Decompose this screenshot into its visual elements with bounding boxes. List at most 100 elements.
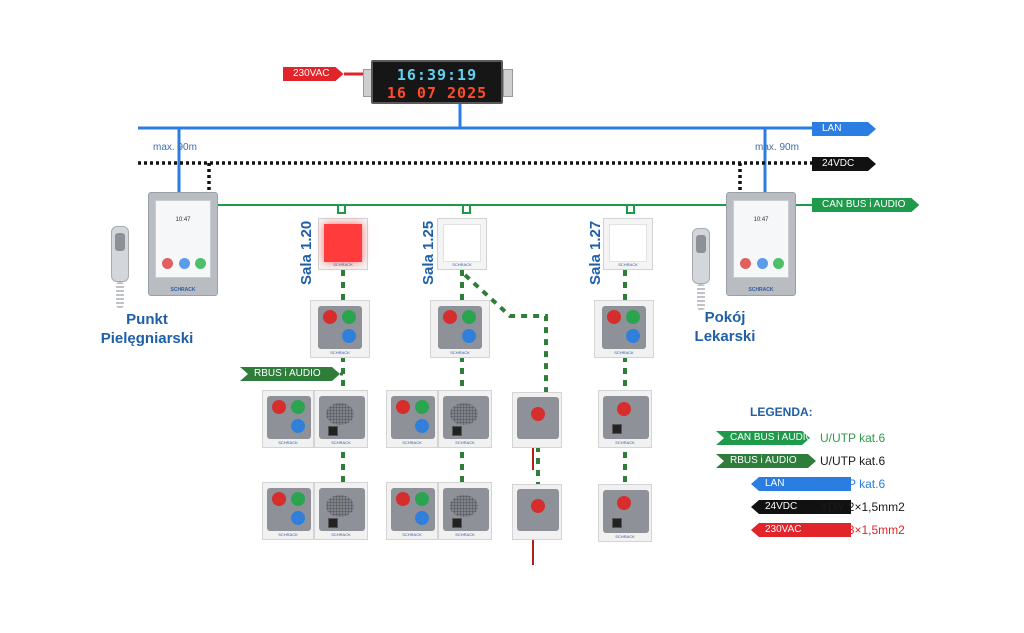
socket-icon: [612, 424, 622, 434]
panel-plate: [517, 489, 559, 531]
socket-icon: [452, 518, 462, 528]
call-button-icon: [396, 492, 410, 506]
bed-panel-127-1: SCHRACK: [598, 390, 652, 448]
speaker-grille: [450, 495, 478, 517]
call-button-icon: [443, 310, 457, 324]
terminal-buttons: [162, 258, 206, 269]
call-button-icon: [617, 496, 631, 510]
doctor-room-label: Pokój Lekarski: [690, 308, 760, 346]
legend-description: YDY 3×1,5mm2: [820, 523, 905, 537]
panel-plate: [443, 396, 489, 439]
panel-plate: [443, 488, 489, 531]
nurse-handset: [111, 226, 129, 282]
tag-lan: LAN: [812, 122, 876, 136]
panel-brand: SCHRACK: [615, 534, 635, 539]
tag-230vac-top: 230VAC: [283, 67, 344, 81]
nurse-label-line2: Pielęgniarski: [100, 330, 194, 347]
panel-brand: SCHRACK: [614, 350, 634, 355]
clock-mount-right: [503, 69, 513, 97]
assist-button-icon: [342, 329, 356, 343]
doctor-terminal: 10:47 SCHRACK: [726, 192, 796, 296]
speaker-panel-125-1: SCHRACK: [438, 390, 492, 448]
tag-canbus: CAN BUS i AUDIO: [812, 198, 919, 212]
panel-plate: [391, 488, 435, 531]
panel-plate: [602, 306, 646, 349]
call-panel-127: SCHRACK: [594, 300, 654, 358]
legend-tag: LAN: [751, 477, 851, 491]
doctor-handset-cord: [697, 284, 705, 310]
terminal-call-icon: [740, 258, 751, 269]
panel-plate: [267, 396, 311, 439]
legend-description: U/UTP kat.6: [820, 477, 886, 491]
speaker-panel-120-2: SCHRACK: [314, 482, 368, 540]
panel-brand: SCHRACK: [331, 440, 351, 445]
tag-rbus: RBUS i AUDIO: [240, 367, 340, 381]
panel-brand: SCHRACK: [330, 350, 350, 355]
cancel-button-icon: [462, 310, 476, 324]
terminal-call-icon: [162, 258, 173, 269]
panel-brand: SCHRACK: [450, 350, 470, 355]
lamp-brand: SCHRACK: [618, 262, 638, 267]
canbus-drop-127: [626, 205, 635, 214]
bed-panel-125-1: SCHRACK: [386, 390, 438, 448]
assist-button-icon: [462, 329, 476, 343]
socket-icon: [328, 518, 338, 528]
legend-tag: CAN BUS i AUDIO: [716, 431, 810, 445]
doctor-label-line2: Lekarski: [694, 328, 756, 345]
speaker-grille: [450, 403, 478, 425]
lamp-lens-idle: [443, 224, 481, 262]
call-button-icon: [272, 492, 286, 506]
nurse-handset-cord: [116, 282, 124, 308]
call-button-icon: [323, 310, 337, 324]
panel-plate: [319, 488, 365, 531]
speaker-panel-125-2: SCHRACK: [438, 482, 492, 540]
call-button-icon: [607, 310, 621, 324]
handset-grip: [696, 235, 706, 253]
cancel-button-icon: [342, 310, 356, 324]
nurse-label-line1: Punkt: [126, 311, 168, 328]
max-distance-right: max. 90m: [755, 142, 799, 153]
bed-panel-127-2: SCHRACK: [598, 484, 652, 542]
pull-call-button-icon: [531, 499, 545, 513]
terminal-screen-time: 10:47: [753, 217, 769, 223]
legend-tag: 24VDC: [751, 500, 851, 514]
lamp-lens-active: [324, 224, 362, 262]
panel-plate: [517, 397, 559, 439]
terminal-presence-icon: [195, 258, 206, 269]
call-panel-125: SCHRACK: [430, 300, 490, 358]
terminal-brand: SCHRACK: [170, 287, 196, 293]
terminal-info-icon: [178, 258, 190, 269]
speaker-grille: [326, 495, 354, 517]
speaker-grille: [326, 403, 354, 425]
led-clock-display: 16:39:19 16 07 2025: [371, 60, 503, 104]
panel-plate: [319, 396, 365, 439]
clock-date: 16 07 2025: [386, 84, 488, 102]
lamp-lens-idle: [609, 224, 647, 262]
legend-description: YDY 2×1,5mm2: [820, 500, 905, 514]
cancel-button-icon: [626, 310, 640, 324]
canbus-drop-120: [337, 205, 346, 214]
terminal-buttons: [740, 258, 784, 269]
call-button-icon: [617, 402, 631, 416]
assist-button-icon: [291, 511, 305, 525]
tag-24vdc: 24VDC: [812, 157, 876, 171]
lamp-brand: SCHRACK: [333, 262, 353, 267]
room-label-125: Sala 1.25: [420, 220, 437, 285]
panel-brand: SCHRACK: [455, 440, 475, 445]
room-label-127: Sala 1.27: [587, 220, 604, 285]
legend-title: LEGENDA:: [750, 405, 813, 419]
nurse-station-label: Punkt Pielęgniarski: [92, 310, 202, 348]
call-button-icon: [272, 400, 286, 414]
doctor-label-line1: Pokój: [704, 309, 746, 326]
panel-brand: SCHRACK: [615, 440, 635, 445]
room-lamp-127: SCHRACK: [603, 218, 653, 270]
lamp-brand: SCHRACK: [452, 262, 472, 267]
cancel-button-icon: [415, 492, 429, 506]
terminal-info-icon: [756, 258, 768, 269]
terminal-brand: SCHRACK: [748, 287, 774, 293]
nurse-terminal: 10:47 SCHRACK: [148, 192, 218, 296]
panel-brand: SCHRACK: [331, 532, 351, 537]
